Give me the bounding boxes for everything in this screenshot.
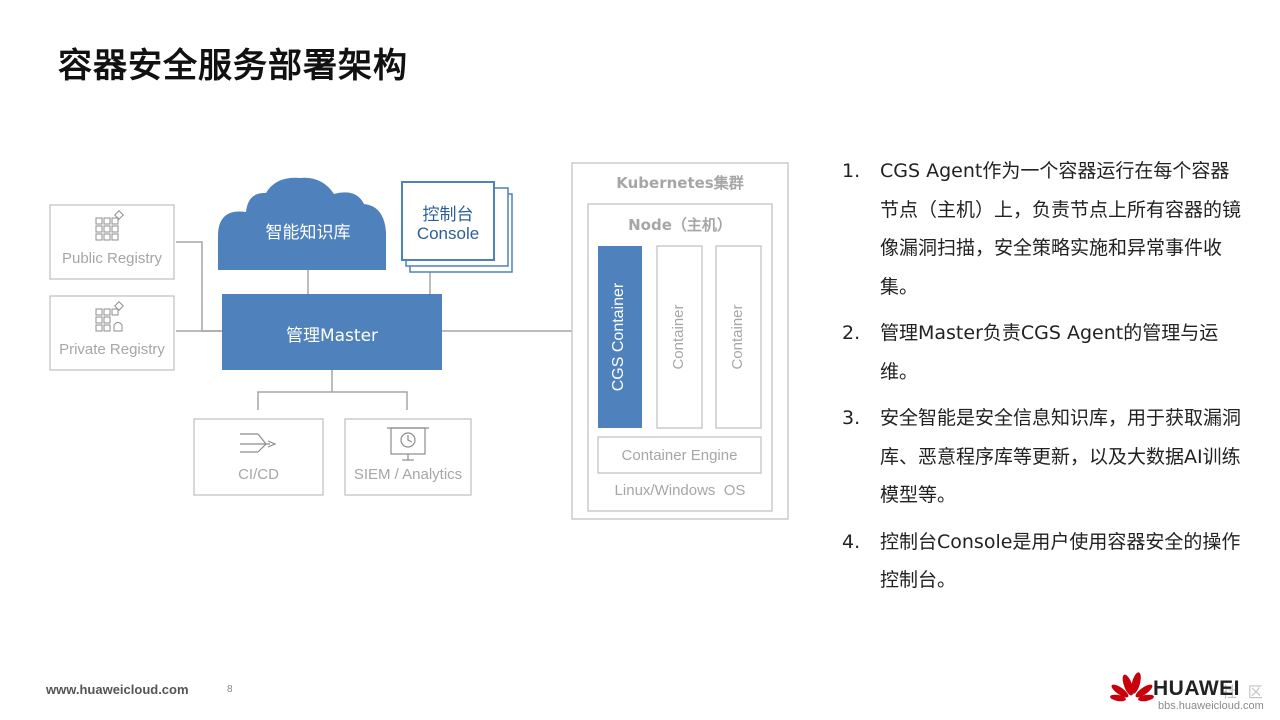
brand-tag: 社 区 [1222,683,1266,701]
cgs-container-label: CGS Container [610,282,627,392]
master-box [222,294,442,370]
list-item-number: 4. [842,530,861,553]
cicd-box [193,418,324,496]
container-box-1 [656,245,703,429]
list-item-text: 安全智能是安全信息知识库，用于获取漏洞库、恶意程序库等更新，以及大数据AI训练模… [880,407,1242,506]
list-item: 2. 管理Master负责CGS Agent的管理与运维。 [842,314,1242,391]
huawei-logo-icon [1110,672,1154,702]
os-label: Linux/Windows OS [614,482,746,499]
knowledge-base-label: 智能知识库 [265,223,351,243]
siem-label: SIEM / Analytics [353,466,463,483]
public-registry-label: Public Registry [61,250,163,267]
flow-arrow-icon [240,433,277,453]
container-1-label: Container [670,304,687,370]
list-item-number: 1. [842,160,861,182]
private-registry-box [49,295,175,371]
page-title: 容器安全服务部署架构 [58,46,408,86]
master-label: 管理Master [285,326,379,346]
page-number: 8 [227,684,233,695]
cgs-container-box [598,246,642,428]
console-label-cn: 控制台 [422,205,474,225]
presentation-chart-icon [387,427,429,461]
brand-name: HUAWEI [1153,677,1240,700]
node-label: Node（主机） [628,216,732,234]
list-item: 4. 控制台Console是用户使用容器安全的操作控制台。 [842,523,1242,600]
container-engine-box [597,436,762,474]
list-item-number: 3. [842,407,861,429]
kubernetes-cluster-label: Kubernetes集群 [616,174,744,192]
list-item: 1. CGS Agent作为一个容器运行在每个容器节点（主机）上，负责节点上所有… [842,152,1242,306]
footer-url[interactable]: www.huaweicloud.com [46,682,189,697]
console-box [401,181,495,261]
list-item-text: 控制台Console是用户使用容器安全的操作控制台。 [880,530,1241,592]
apps-grid-icon [95,210,124,241]
list-item-number: 2. [842,322,861,344]
description-list: 1. CGS Agent作为一个容器运行在每个容器节点（主机）上，负责节点上所有… [842,152,1242,608]
list-item-text: CGS Agent作为一个容器运行在每个容器节点（主机）上，负责节点上所有容器的… [880,160,1242,298]
container-2-label: Container [729,304,746,370]
public-registry-box [49,204,175,280]
connector-lines [176,241,582,410]
list-item: 3. 安全智能是安全信息知识库，用于获取漏洞库、恶意程序库等更新，以及大数据AI… [842,399,1242,515]
apps-grid-icon [95,301,124,332]
list-item-text: 管理Master负责CGS Agent的管理与运维。 [880,322,1219,383]
private-registry-label: Private Registry [59,341,165,358]
console-label-en: Console [416,224,480,243]
brand-url: bbs.huaweicloud.com [1158,700,1264,712]
cicd-label: CI/CD [238,466,279,483]
container-engine-label: Container Engine [621,447,738,464]
container-box-2 [715,245,762,429]
knowledge-cloud-shape [218,177,386,270]
